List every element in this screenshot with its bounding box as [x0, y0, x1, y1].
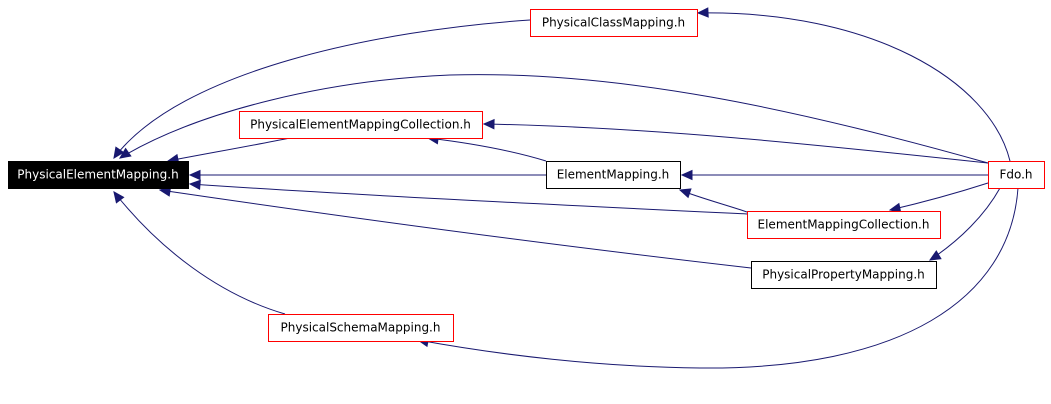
edge-fdo-to-pem	[119, 74, 989, 164]
node-box[interactable]	[268, 314, 454, 342]
arrow-head-icon	[482, 118, 495, 130]
edge-line	[159, 189, 752, 269]
node-label: PhysicalElementMappingCollection.h	[250, 118, 471, 132]
node-box[interactable]	[988, 161, 1045, 189]
node-em[interactable]: ElementMapping.h	[546, 161, 681, 189]
arrow-head-icon	[928, 250, 942, 261]
edge-line	[113, 191, 286, 315]
node-box[interactable]	[747, 211, 941, 239]
arrow-head-icon	[680, 169, 693, 181]
node-fdo[interactable]: Fdo.h	[988, 161, 1045, 189]
edge-fdo-to-ppm	[928, 187, 1001, 261]
node-pcm[interactable]: PhysicalClassMapping.h	[530, 9, 698, 37]
edge-line	[427, 137, 547, 162]
edge-emc-to-em	[678, 188, 748, 213]
node-label: PhysicalSchemaMapping.h	[281, 321, 441, 335]
edge-fdo-to-pcm	[696, 7, 1011, 162]
node-pemc[interactable]: PhysicalElementMappingCollection.h	[239, 111, 483, 139]
node-box[interactable]	[530, 9, 698, 37]
edge-line	[119, 74, 989, 164]
arrow-head-icon	[678, 188, 692, 199]
edge-fdo-to-pemc	[482, 118, 989, 164]
arrow-head-icon	[113, 146, 125, 159]
edge-fdo-to-emc	[888, 182, 989, 214]
edge-line	[483, 123, 989, 164]
edge-emc-to-pem	[188, 179, 748, 215]
node-label: Fdo.h	[999, 168, 1032, 182]
edge-line	[889, 182, 989, 211]
edge-line	[679, 189, 748, 213]
edge-line	[167, 137, 291, 162]
arrow-head-icon	[113, 191, 125, 204]
nodes-layer: PhysicalElementMapping.h PhysicalClassMap…	[8, 9, 1045, 342]
edge-line	[189, 183, 748, 215]
edge-pcm-to-pem	[113, 19, 531, 159]
arrow-head-icon	[696, 7, 709, 18]
edge-line	[697, 12, 1011, 162]
node-label: ElementMapping.h	[557, 168, 670, 182]
node-label: PhysicalElementMapping.h	[17, 168, 178, 182]
arrow-head-icon	[119, 147, 132, 159]
arrow-head-icon	[188, 179, 201, 191]
node-pem[interactable]: PhysicalElementMapping.h	[8, 161, 189, 189]
node-label: PhysicalClassMapping.h	[542, 16, 685, 30]
edge-line	[929, 187, 1001, 261]
edge-line	[417, 187, 1019, 369]
node-box[interactable]	[546, 161, 681, 189]
node-label: PhysicalPropertyMapping.h	[762, 268, 925, 282]
node-box[interactable]	[239, 111, 483, 139]
edge-line	[113, 19, 531, 159]
node-ppm[interactable]: PhysicalPropertyMapping.h	[751, 261, 937, 289]
node-box[interactable]	[8, 161, 189, 189]
node-psm[interactable]: PhysicalSchemaMapping.h	[268, 314, 454, 342]
node-label: ElementMappingCollection.h	[758, 218, 930, 232]
edge-psm-to-pem	[113, 191, 286, 315]
edge-pemc-to-pem	[166, 137, 291, 165]
edge-fdo-to-em	[680, 169, 988, 181]
node-box[interactable]	[751, 261, 937, 289]
arrow-head-icon	[188, 169, 201, 181]
edge-em-to-pem	[188, 169, 546, 181]
node-emc[interactable]: ElementMappingCollection.h	[747, 211, 941, 239]
